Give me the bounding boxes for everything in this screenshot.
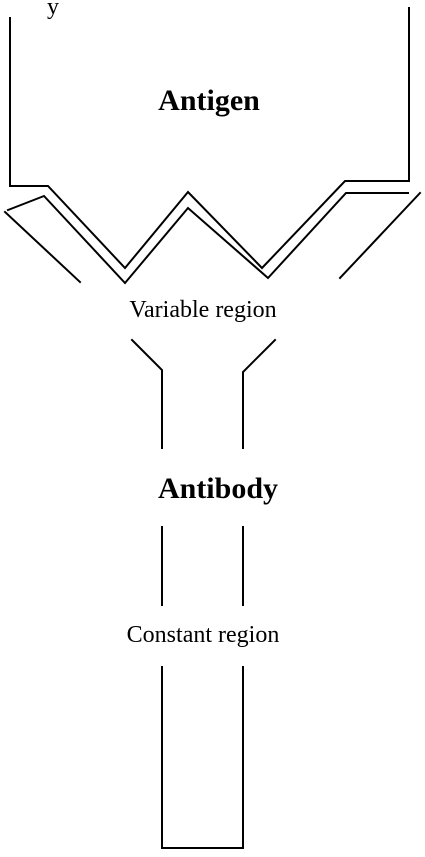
antigen-label: Antigen: [158, 84, 260, 117]
antibody-variable-outer-right: [338, 191, 422, 280]
antibody-stem-right-taper: [242, 338, 277, 449]
antibody-variable-outer-left: [3, 210, 82, 284]
antibody-stem-left-taper: [130, 338, 163, 449]
antibody-variable-inner-outline: [6, 192, 409, 285]
antibody-label: Antibody: [158, 472, 278, 505]
top-fragment-text: y: [47, 0, 59, 20]
antigen-outline: [9, 7, 410, 270]
variable-region-label: Variable region: [129, 297, 276, 323]
constant-region-label: Constant region: [127, 622, 280, 648]
antibody-constant-tail: [161, 666, 244, 849]
